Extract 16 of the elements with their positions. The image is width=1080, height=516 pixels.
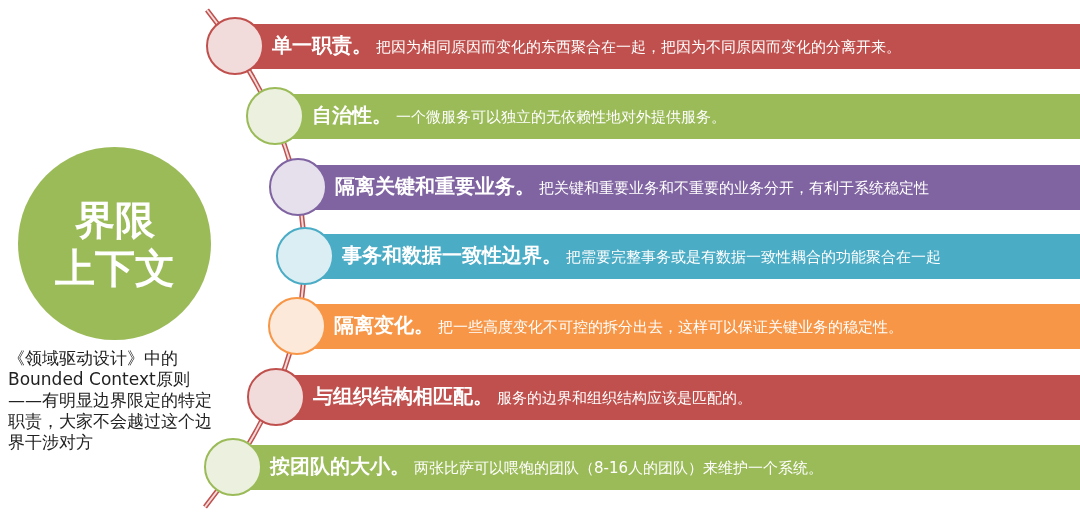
description-text: 把一些高度变化不可控的拆分出去，这样可以保证关键业务的稳定性。 [438, 318, 903, 337]
description-text: 两张比萨可以喂饱的团队（8-16人的团队）来维护一个系统。 [414, 459, 824, 478]
description-text: 一个微服务可以独立的无依赖性地对外提供服务。 [396, 108, 726, 127]
heading-text: 自治性。 [312, 102, 392, 129]
heading-text: 按团队的大小。 [270, 453, 410, 480]
heading-text: 隔离变化。 [334, 312, 434, 339]
heading-text: 隔离关键和重要业务。 [335, 173, 535, 200]
heading-text: 与组织结构相匹配。 [313, 383, 493, 410]
description-text: 把关键和重要业务和不重要的业务分开，有利于系统稳定性 [539, 179, 929, 198]
caption-text: 《领域驱动设计》中的Bounded Context原则——有明显边界限定的特定职责，大家不会越过这个边界干涉对方 [8, 348, 213, 453]
heading-text: 事务和数据一致性边界。 [342, 242, 562, 269]
heading-text: 单一职责。 [272, 32, 372, 59]
description-text: 服务的边界和组织结构应该是匹配的。 [497, 389, 752, 408]
description-text: 把因为相同原因而变化的东西聚合在一起，把因为不同原因而变化的分离开来。 [376, 38, 901, 57]
description-text: 把需要完整事务或是有数据一致性耦合的功能聚合在一起 [566, 248, 941, 267]
circle-title: 界限上下文 [53, 195, 176, 292]
